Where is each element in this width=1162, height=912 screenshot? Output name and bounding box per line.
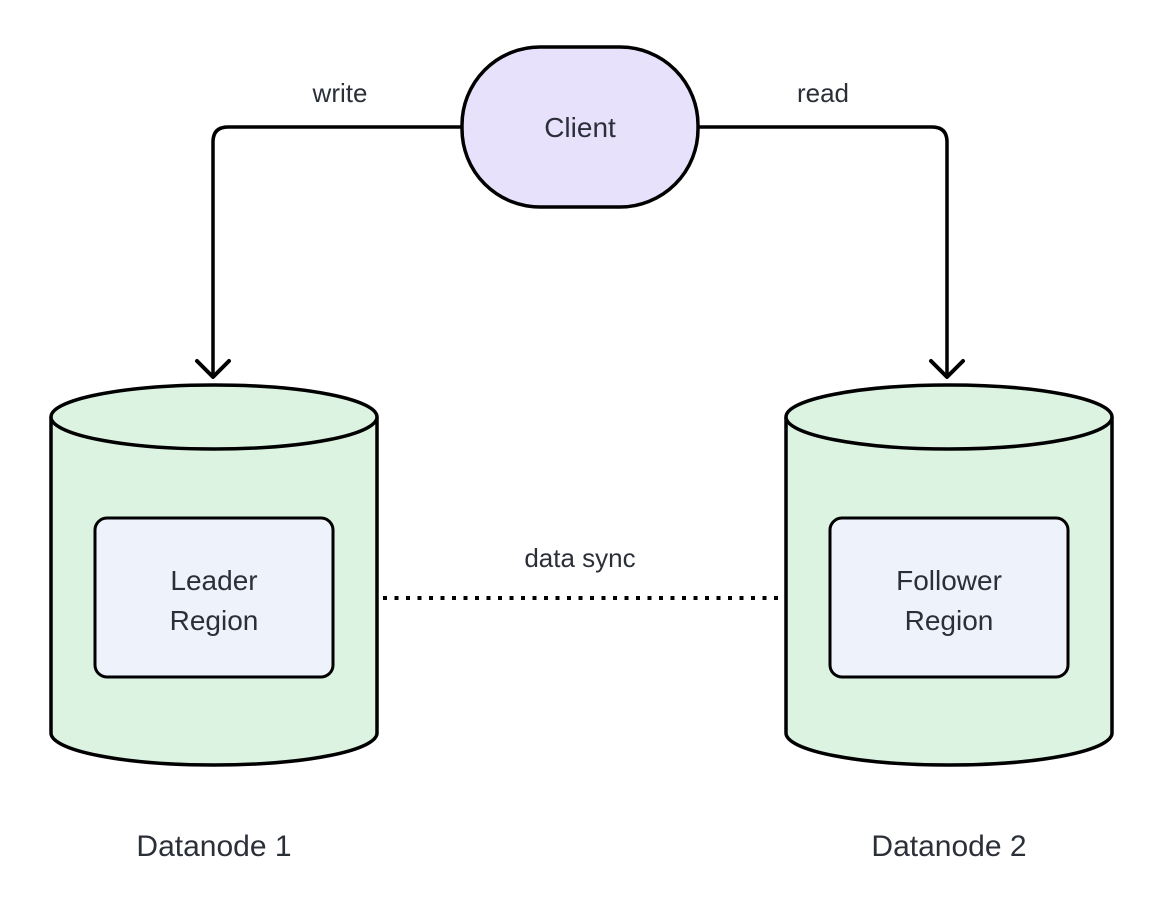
datanode1-cylinder-top [49,383,379,451]
write-edge-line [211,125,462,374]
read-edge-label: read [797,78,849,108]
leader-region-box [93,516,335,679]
client-label: Client [544,112,616,143]
datanode1-cylinder: Leader Region [49,383,379,767]
datanode1-title: Datanode 1 [136,830,291,863]
datanode2-title: Datanode 2 [871,830,1026,863]
write-arrowhead-icon [195,359,231,379]
write-edge-label: write [312,78,368,108]
leader-region-label-line2: Region [170,605,259,636]
datanode2-cylinder: Follower Region [784,383,1114,767]
data-sync-edge-label: data sync [524,543,635,573]
datanode2-cylinder-top [784,383,1114,451]
follower-region-box [828,516,1070,679]
client-node: Client [460,45,700,209]
leader-region-label-line1: Leader [170,565,257,596]
read-arrowhead-icon [929,359,965,379]
client-shape [460,45,700,209]
follower-region-label-line1: Follower [896,565,1002,596]
read-edge-line [698,125,949,374]
follower-region-label-line2: Region [905,605,994,636]
